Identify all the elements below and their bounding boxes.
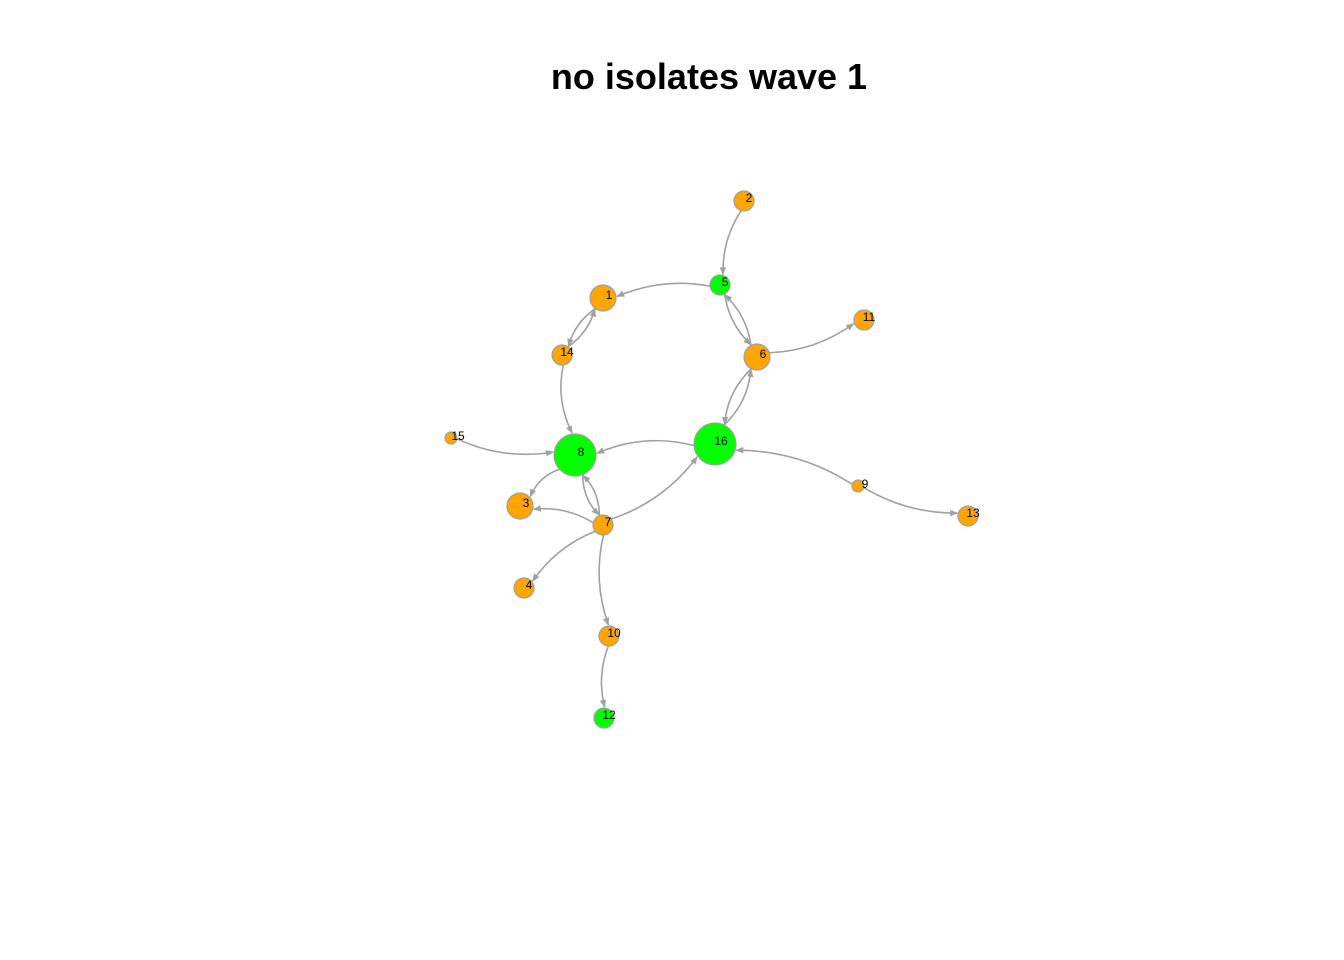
edge-6-to-5 (724, 294, 752, 346)
node-14-label: 14 (560, 345, 574, 359)
node-15: 15 (444, 429, 465, 445)
node-10-circle (598, 625, 620, 647)
node-3: 3 (506, 492, 534, 520)
edges-layer (456, 210, 959, 708)
node-4: 4 (513, 577, 535, 599)
node-1-circle (589, 284, 617, 312)
edge-14-to-1 (567, 308, 596, 348)
node-11: 11 (853, 309, 876, 331)
node-4-label: 4 (526, 578, 533, 592)
edge-16-to-8 (596, 439, 695, 455)
node-15-label: 15 (451, 429, 465, 443)
node-13-circle (957, 505, 979, 527)
node-16-label: 16 (714, 434, 728, 448)
node-16-circle (693, 422, 737, 466)
node-9-circle (851, 479, 865, 493)
node-6-circle (743, 343, 771, 371)
diagram-title: no isolates wave 1 (550, 56, 868, 97)
edge-5-to-6 (723, 293, 752, 346)
edge-5-to-1 (616, 282, 711, 298)
node-8-label: 8 (578, 445, 585, 459)
node-5: 5 (709, 274, 731, 296)
edge-6-to-16 (722, 368, 752, 425)
node-8-circle (553, 433, 597, 477)
node-1: 1 (589, 284, 617, 312)
node-14: 14 (551, 344, 574, 366)
edge-14-to-8 (560, 364, 573, 434)
node-12: 12 (593, 707, 616, 729)
node-2-label: 2 (746, 191, 753, 205)
edge-16-to-6 (723, 368, 754, 426)
edge-9-to-13 (863, 486, 959, 517)
node-6-label: 6 (760, 347, 767, 361)
node-11-label: 11 (863, 310, 876, 324)
node-14-circle (551, 344, 573, 366)
edge-8-to-7 (581, 474, 600, 516)
node-2: 2 (733, 190, 755, 212)
node-7-circle (592, 514, 614, 536)
edge-7-to-4 (531, 530, 596, 582)
node-3-circle (506, 492, 534, 520)
node-7-label: 7 (605, 515, 612, 529)
node-10: 10 (598, 625, 621, 647)
edge-7-to-10 (598, 534, 610, 626)
node-5-label: 5 (722, 275, 729, 289)
node-13: 13 (957, 505, 980, 527)
node-16: 16 (693, 422, 737, 466)
edge-1-to-14 (567, 307, 596, 347)
node-12-circle (593, 707, 615, 729)
node-6: 6 (743, 343, 771, 371)
edge-6-to-11 (769, 322, 855, 354)
node-4-circle (513, 577, 535, 599)
edge-15-to-8 (456, 438, 554, 457)
node-10-label: 10 (607, 626, 621, 640)
node-13-label: 13 (966, 506, 980, 520)
node-1-label: 1 (606, 288, 613, 302)
node-11-circle (853, 309, 875, 331)
node-9: 9 (851, 477, 869, 493)
node-5-circle (709, 274, 731, 296)
node-9-label: 9 (862, 477, 869, 491)
node-12-label: 12 (602, 708, 616, 722)
node-8: 8 (553, 433, 597, 477)
edge-9-to-16 (735, 446, 853, 485)
edge-8-to-3 (529, 468, 560, 498)
edge-2-to-5 (719, 210, 742, 276)
edge-7-to-3 (532, 505, 594, 524)
edge-10-to-12 (599, 645, 610, 708)
node-15-circle (444, 431, 458, 445)
edge-7-to-16 (610, 456, 698, 520)
node-3-label: 3 (523, 496, 530, 510)
node-7: 7 (592, 514, 614, 536)
node-2-circle (733, 190, 755, 212)
